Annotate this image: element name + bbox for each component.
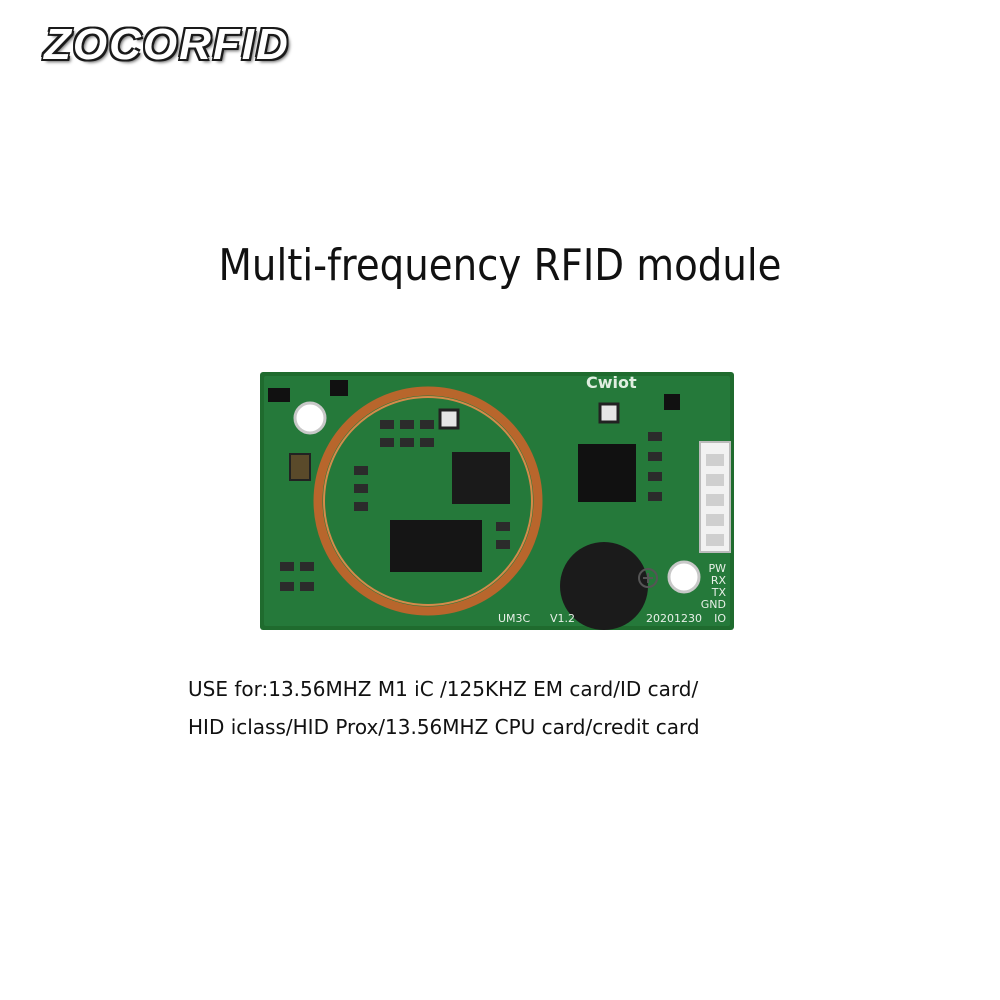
- smd-capacitors: [289, 402, 620, 481]
- usage-line-2: HID iclass/HID Prox/13.56MHZ CPU card/cr…: [188, 715, 700, 739]
- pin-label-tx: TX: [711, 586, 727, 599]
- pin-labels: PW RX TX GND IO: [701, 562, 727, 625]
- ic-chip-soic: [390, 520, 482, 572]
- silk-date-code: 20201230: [646, 612, 702, 625]
- buzzer-plus-icon: [638, 568, 658, 588]
- pin-label-gnd: GND: [701, 598, 726, 611]
- mcu-chip: [578, 444, 636, 502]
- silk-version: V1.2: [550, 612, 575, 625]
- smd-resistors: [280, 420, 662, 591]
- silk-model: UM3C: [498, 612, 531, 625]
- antenna-coil-inner: [323, 396, 533, 606]
- rfid-module-photo: Cwiot UM3C V1.2 20201230 PW RX TX GND IO: [260, 372, 734, 630]
- pin-label-io: IO: [714, 612, 726, 625]
- silk-logo: Cwiot: [586, 373, 637, 392]
- usage-line-1: USE for:13.56MHZ M1 iC /125KHZ EM card/I…: [188, 677, 699, 701]
- transistors: [268, 380, 680, 410]
- usage-description: USE for:13.56MHZ M1 iC /125KHZ EM card/I…: [188, 670, 908, 746]
- rf-chip: [452, 452, 510, 504]
- brand-logo: ZOCORFID: [44, 20, 290, 69]
- connector-pins: [706, 454, 724, 546]
- pin-label-rx: RX: [711, 574, 727, 587]
- mounting-hole-left: [293, 401, 327, 435]
- pin-label-pw: PW: [708, 562, 726, 575]
- buzzer: [560, 542, 648, 630]
- mounting-hole-right: [667, 560, 701, 594]
- product-title: Multi-frequency RFID module: [218, 240, 782, 291]
- antenna-coil: [313, 386, 543, 616]
